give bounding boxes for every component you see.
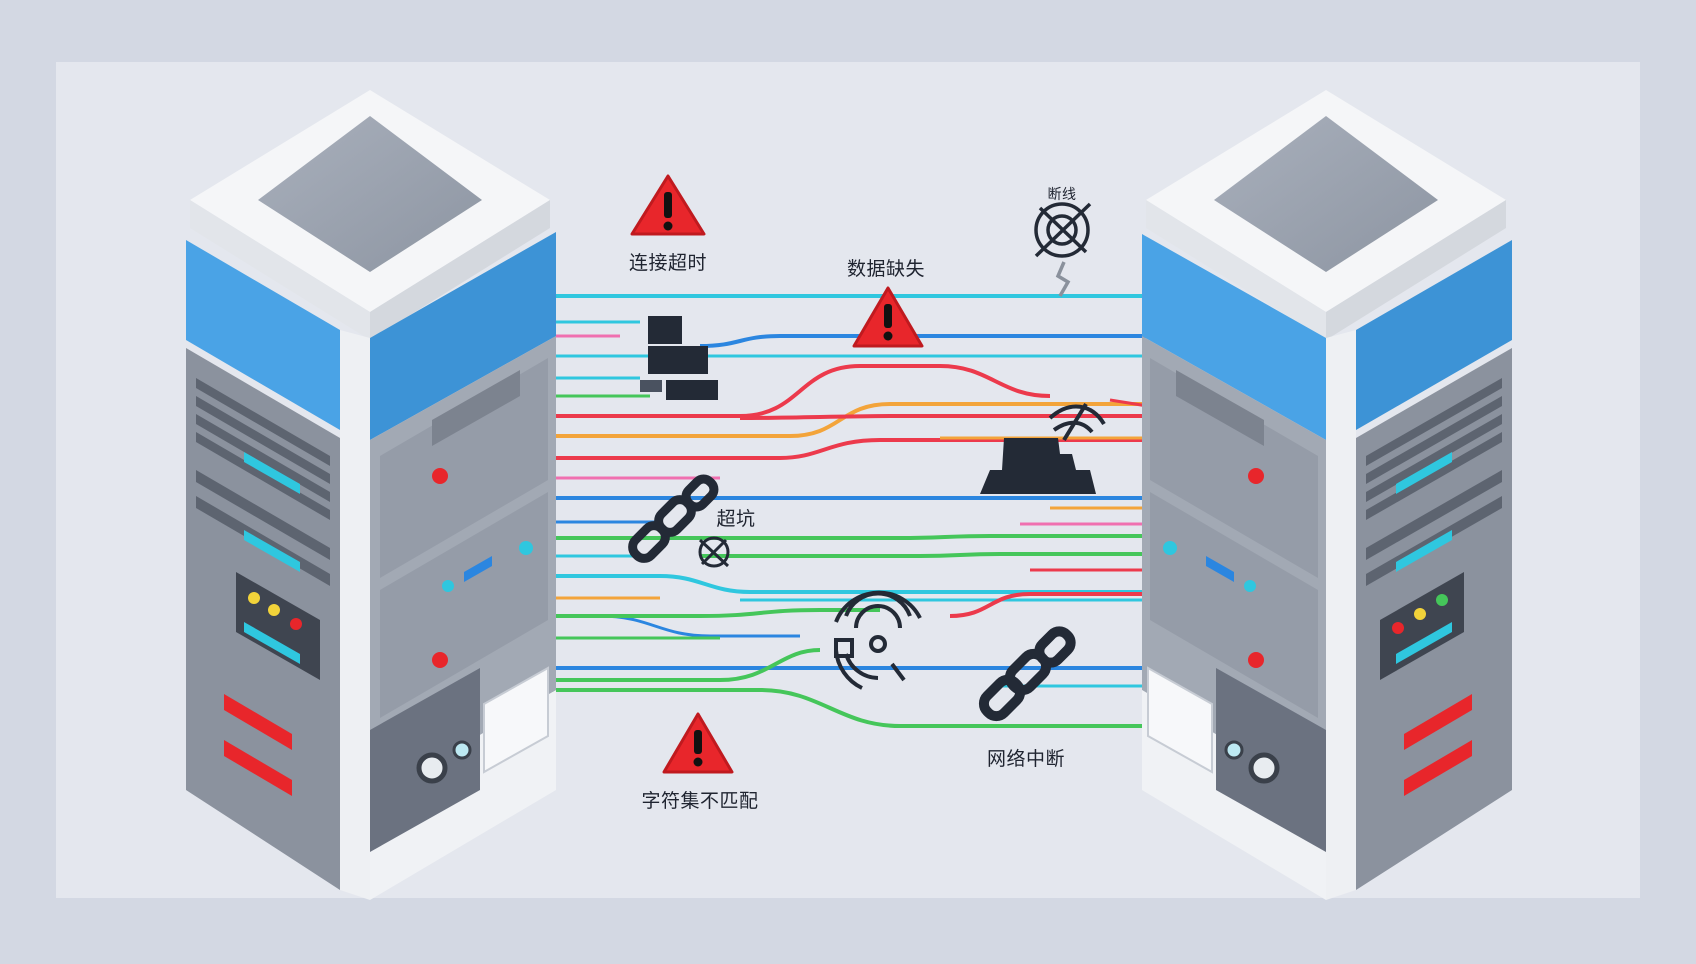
cable bbox=[700, 552, 1150, 558]
cable bbox=[540, 648, 821, 682]
label-garbled-top-right: 断线 bbox=[1047, 187, 1077, 203]
cable bbox=[540, 364, 1051, 418]
broken-chain-icon bbox=[978, 626, 1076, 722]
broken-chain-icon bbox=[628, 474, 719, 563]
cable bbox=[699, 334, 1150, 348]
status-led-cyan bbox=[1163, 541, 1177, 555]
antenna-icon bbox=[980, 402, 1106, 494]
server-top-rim bbox=[1326, 200, 1506, 340]
left-server bbox=[186, 90, 556, 900]
usb-port bbox=[416, 752, 448, 784]
vent-grille bbox=[1147, 666, 1213, 774]
status-strip-cyan bbox=[1396, 622, 1452, 664]
status-strip-blue bbox=[1206, 556, 1234, 582]
status-led-cyan bbox=[519, 541, 533, 555]
server-top-rim bbox=[190, 200, 370, 340]
status-strip-cyan bbox=[244, 622, 300, 664]
server-top-inset bbox=[1214, 116, 1438, 272]
vent-grille bbox=[483, 666, 549, 774]
power-led-red bbox=[432, 652, 448, 668]
alert-bar-red bbox=[224, 694, 292, 750]
server-blue-band bbox=[1356, 240, 1512, 430]
server-panel bbox=[380, 492, 548, 718]
server-vents bbox=[1366, 378, 1502, 586]
server-panel bbox=[380, 358, 548, 578]
server-spine bbox=[340, 330, 370, 900]
blocking-blocks-icon bbox=[640, 316, 718, 400]
status-strip-cyan bbox=[1396, 530, 1452, 572]
warning-icon bbox=[852, 286, 924, 348]
server-panel bbox=[1150, 358, 1318, 578]
alert-bar-red bbox=[224, 740, 292, 796]
status-led-yellow bbox=[248, 592, 260, 604]
label-connection-timeout: 连接超时 bbox=[628, 252, 708, 274]
cable bbox=[540, 574, 1150, 594]
power-led-red bbox=[432, 468, 448, 484]
status-led-red bbox=[1392, 622, 1404, 634]
broken-signal-icon bbox=[1034, 202, 1092, 297]
status-strip-cyan bbox=[244, 452, 300, 494]
server-panel bbox=[1150, 492, 1318, 718]
server-top-rim bbox=[370, 200, 550, 340]
usb-port bbox=[452, 740, 472, 760]
status-led-yellow bbox=[268, 604, 280, 616]
status-strip-cyan bbox=[1396, 452, 1452, 494]
status-led-cyan bbox=[442, 580, 454, 592]
status-led-yellow bbox=[1414, 608, 1426, 620]
warning-icon bbox=[662, 712, 734, 774]
label-charset-mismatch: 字符集不匹配 bbox=[641, 790, 759, 812]
label-data-missing: 数据缺失 bbox=[846, 258, 926, 280]
warning-icon bbox=[630, 174, 706, 236]
cable bbox=[949, 592, 1150, 618]
server-blue-band bbox=[1142, 234, 1326, 440]
alert-bar-red bbox=[1404, 694, 1472, 750]
power-led-red bbox=[1248, 468, 1264, 484]
cable bbox=[540, 688, 1150, 728]
label-broken-pit: 超坑 bbox=[716, 508, 756, 530]
cable bbox=[739, 414, 1210, 420]
status-led-red bbox=[290, 618, 302, 630]
network-cables bbox=[440, 294, 1216, 728]
server-spine bbox=[1326, 330, 1356, 900]
status-led-cyan bbox=[1244, 580, 1256, 592]
cable bbox=[540, 608, 880, 618]
usb-port bbox=[1248, 752, 1280, 784]
server-top-rim bbox=[1146, 200, 1326, 340]
server-blue-band bbox=[186, 240, 340, 430]
status-strip-cyan bbox=[244, 530, 300, 572]
status-led-green bbox=[1436, 594, 1448, 606]
right-server bbox=[1142, 90, 1512, 900]
usb-port bbox=[1224, 740, 1244, 760]
status-strip-blue bbox=[464, 556, 492, 582]
label-network-interruption: 网络中断 bbox=[986, 748, 1066, 770]
broken-signal-icon bbox=[834, 590, 922, 690]
alert-bar-red bbox=[1404, 740, 1472, 796]
server-panel-slot bbox=[1176, 370, 1264, 446]
server-blue-band bbox=[370, 232, 556, 440]
server-top-inset bbox=[258, 116, 482, 272]
cable bbox=[540, 534, 1150, 540]
cable bbox=[540, 438, 1150, 460]
cable bbox=[540, 402, 1150, 438]
broken-signal-icon bbox=[698, 536, 730, 568]
server-panel-slot bbox=[432, 370, 520, 446]
power-led-red bbox=[1248, 652, 1264, 668]
